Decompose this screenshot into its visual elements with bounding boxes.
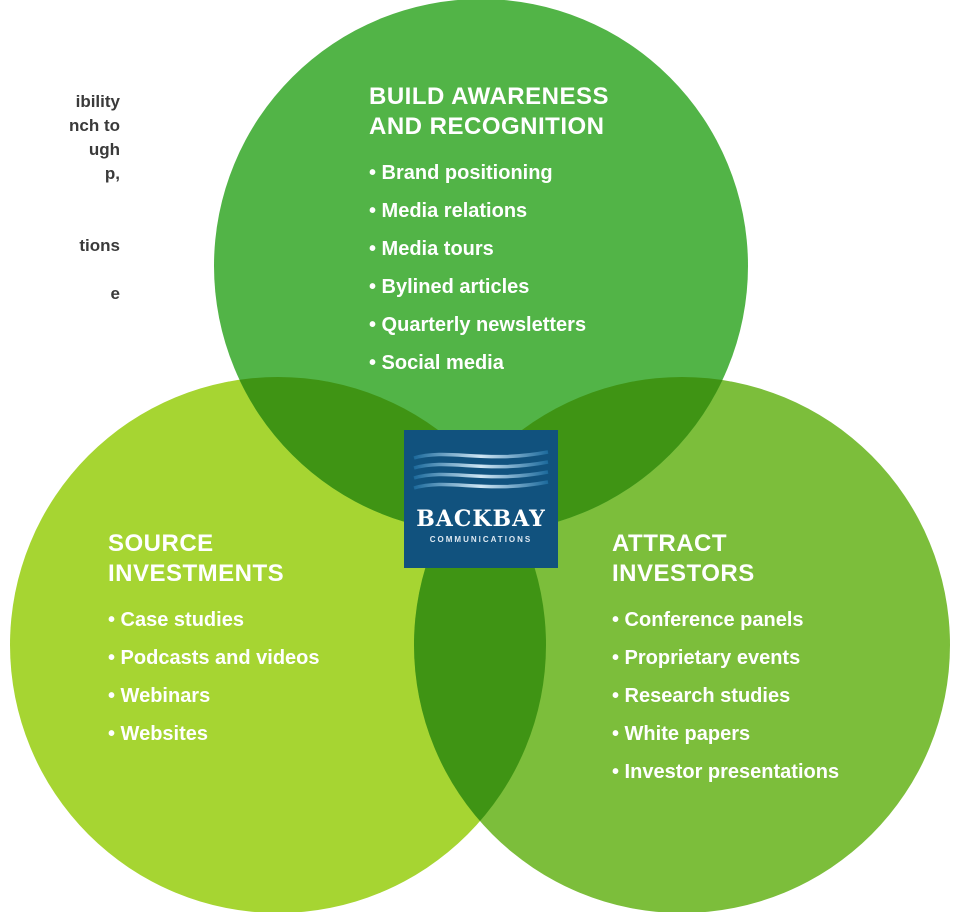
logo-subtitle: COMMUNICATIONS bbox=[429, 535, 533, 544]
list-item: • Bylined articles bbox=[369, 276, 530, 298]
source-investments-list: • Case studies • Podcasts and videos • W… bbox=[108, 601, 320, 753]
title-line: AND RECOGNITION bbox=[369, 113, 605, 140]
title-line: INVESTMENTS bbox=[108, 560, 285, 587]
left-paragraph-line: p, bbox=[104, 164, 120, 183]
list-item: • Quarterly newsletters bbox=[369, 314, 587, 336]
list-item: • Case studies bbox=[108, 609, 244, 631]
left-paragraph: ibility nch to ugh p, tions e bbox=[0, 90, 120, 306]
list-item: • White papers bbox=[612, 723, 751, 745]
left-paragraph-line: e bbox=[110, 284, 120, 303]
left-paragraph-line: ugh bbox=[88, 140, 120, 159]
left-paragraph-line bbox=[0, 186, 120, 210]
attract-investors-list: • Conference panels • Proprietary events… bbox=[612, 601, 839, 791]
source-investments-title: SOURCE INVESTMENTS bbox=[108, 529, 320, 589]
title-line: SOURCE bbox=[108, 530, 214, 557]
title-line: BUILD AWARENESS bbox=[369, 83, 609, 110]
left-paragraph-line: nch to bbox=[69, 116, 120, 135]
list-item: • Brand positioning bbox=[369, 162, 553, 184]
list-item: • Media tours bbox=[369, 238, 494, 260]
list-item: • Conference panels bbox=[612, 609, 804, 631]
build-awareness-block: BUILD AWARENESS AND RECOGNITION • Brand … bbox=[369, 82, 609, 382]
attract-investors-title: ATTRACT INVESTORS bbox=[612, 529, 839, 589]
title-line: ATTRACT bbox=[612, 530, 728, 557]
list-item: • Social media bbox=[369, 352, 504, 374]
left-paragraph-line bbox=[0, 258, 120, 282]
attract-investors-block: ATTRACT INVESTORS • Conference panels • … bbox=[612, 529, 839, 791]
list-item: • Proprietary events bbox=[612, 647, 801, 669]
list-item: • Podcasts and videos bbox=[108, 647, 320, 669]
list-item: • Websites bbox=[108, 723, 208, 745]
build-awareness-list: • Brand positioning • Media relations • … bbox=[369, 154, 609, 382]
backbay-logo: BACKBAY COMMUNICATIONS bbox=[404, 430, 558, 568]
wave-lines-icon bbox=[413, 450, 549, 490]
list-item: • Webinars bbox=[108, 685, 211, 707]
logo-name: BACKBAY bbox=[416, 506, 546, 532]
list-item: • Investor presentations bbox=[612, 761, 840, 783]
build-awareness-title: BUILD AWARENESS AND RECOGNITION bbox=[369, 82, 609, 142]
title-line: INVESTORS bbox=[612, 560, 755, 587]
left-paragraph-line bbox=[0, 210, 120, 234]
left-paragraph-line: ibility bbox=[75, 92, 120, 111]
list-item: • Media relations bbox=[369, 200, 528, 222]
list-item: • Research studies bbox=[612, 685, 791, 707]
left-paragraph-line: tions bbox=[79, 236, 120, 255]
source-investments-block: SOURCE INVESTMENTS • Case studies • Podc… bbox=[108, 529, 320, 753]
